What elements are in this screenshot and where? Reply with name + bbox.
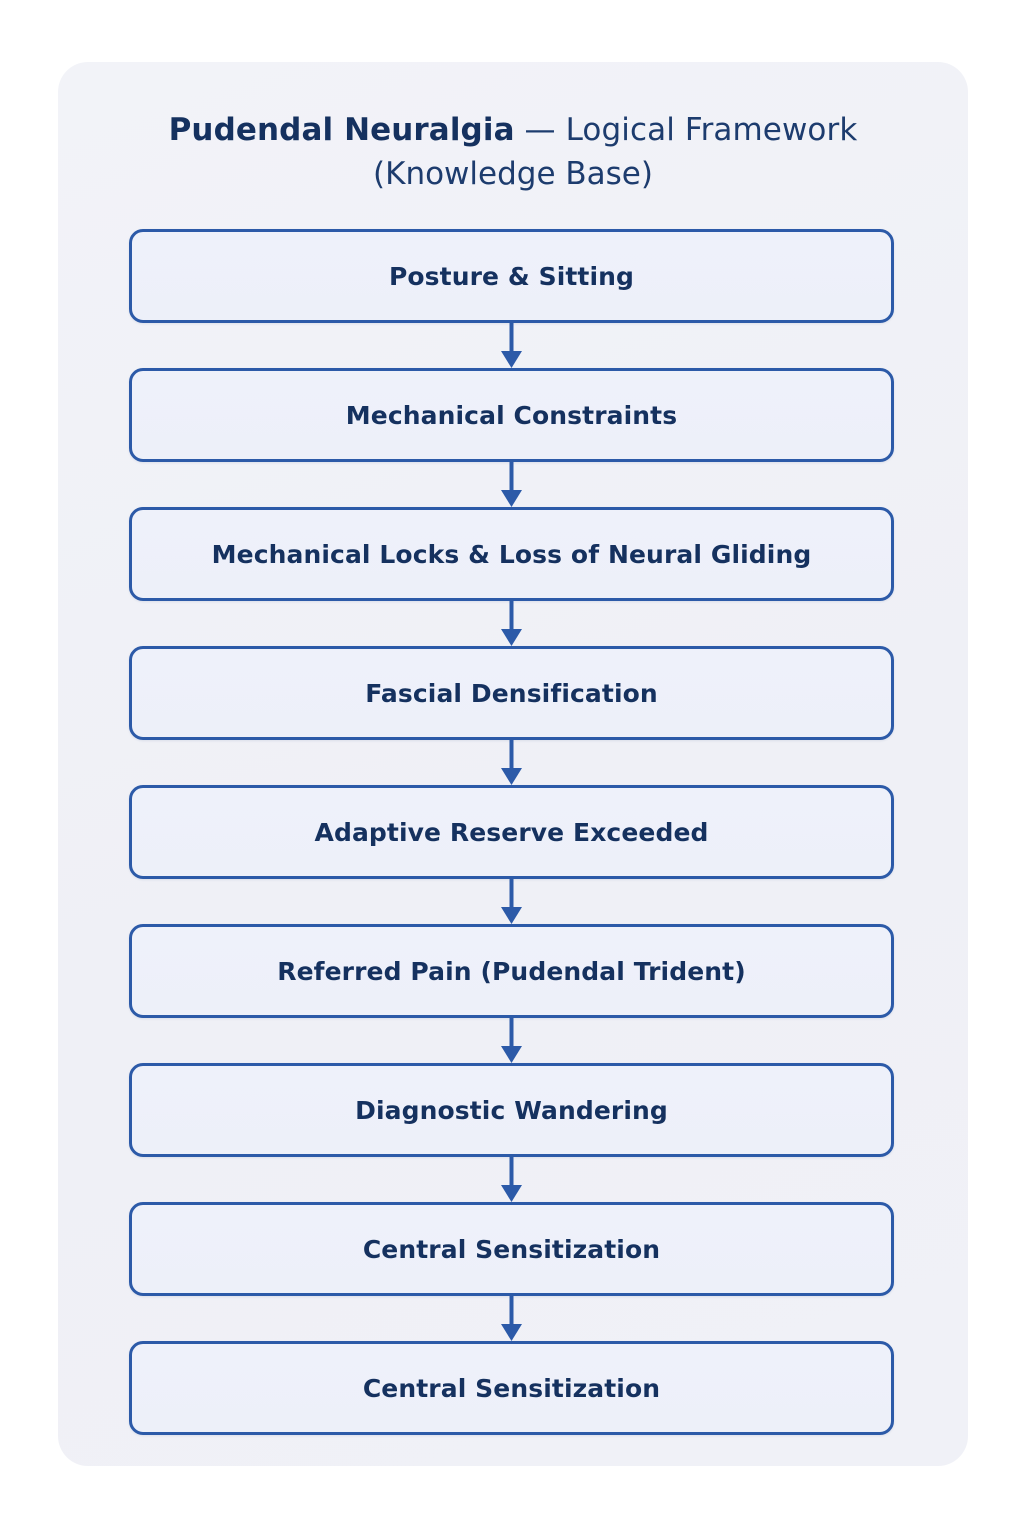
- node-label: Fascial Densification: [365, 678, 658, 708]
- node-label: Central Sensitization: [362, 1373, 661, 1403]
- flow-node-posture-sitting[interactable]: Posture & Sitting: [129, 229, 894, 323]
- node-box[interactable]: Central Sensitization: [129, 1202, 894, 1296]
- flow-node-mechanical-constraints[interactable]: Mechanical Constraints: [129, 368, 894, 462]
- node-box[interactable]: Central Sensitization: [129, 1341, 894, 1435]
- flow-node-central-sensitization-2[interactable]: Central Sensitization: [129, 1341, 894, 1435]
- flow-node-mechanical-locks[interactable]: Mechanical Locks & Loss of Neural Glidin…: [129, 507, 894, 601]
- title-subtitle: (Knowledge Base): [373, 156, 653, 193]
- node-box[interactable]: Fascial Densification: [129, 646, 894, 740]
- flow-node-central-sensitization[interactable]: Central Sensitization: [129, 1202, 894, 1296]
- connector-arrow-down: [129, 462, 894, 507]
- connector-arrow-down: [129, 1296, 894, 1341]
- node-label: Referred Pain (Pudendal Trident): [277, 956, 746, 986]
- node-box[interactable]: Diagnostic Wandering: [129, 1063, 894, 1157]
- connector-arrow-down: [129, 1018, 894, 1063]
- connector-arrow-down: [129, 601, 894, 646]
- flow-node-adaptive-reserve[interactable]: Adaptive Reserve Exceeded: [129, 785, 894, 879]
- connector-arrow-down: [129, 740, 894, 785]
- flow-node-fascial-densification[interactable]: Fascial Densification: [129, 646, 894, 740]
- node-box[interactable]: Mechanical Locks & Loss of Neural Glidin…: [129, 507, 894, 601]
- connector-arrow-down: [129, 1157, 894, 1202]
- connector-arrow-down: [129, 879, 894, 924]
- node-label: Central Sensitization: [362, 1234, 661, 1264]
- title-main-line: Pudendal Neuralgia — Logical Framework: [58, 110, 968, 150]
- flow-node-referred-pain[interactable]: Referred Pain (Pudendal Trident): [129, 924, 894, 1018]
- node-box[interactable]: Posture & Sitting: [129, 229, 894, 323]
- node-box[interactable]: Adaptive Reserve Exceeded: [129, 785, 894, 879]
- page-title: Pudendal Neuralgia — Logical Framework (…: [58, 110, 968, 195]
- node-label: Mechanical Constraints: [345, 400, 678, 430]
- node-box[interactable]: Mechanical Constraints: [129, 368, 894, 462]
- title-rest-part: — Logical Framework: [514, 112, 858, 148]
- title-strong-part: Pudendal Neuralgia: [168, 112, 515, 148]
- node-box[interactable]: Referred Pain (Pudendal Trident): [129, 924, 894, 1018]
- diagram-panel: Pudendal Neuralgia — Logical Framework (…: [58, 62, 968, 1466]
- node-label: Diagnostic Wandering: [355, 1095, 668, 1125]
- node-label: Posture & Sitting: [388, 261, 635, 291]
- flow-node-diagnostic-wandering[interactable]: Diagnostic Wandering: [129, 1063, 894, 1157]
- node-label: Adaptive Reserve Exceeded: [314, 817, 709, 847]
- node-label: Mechanical Locks & Loss of Neural Glidin…: [211, 539, 812, 569]
- connector-arrow-down: [129, 323, 894, 368]
